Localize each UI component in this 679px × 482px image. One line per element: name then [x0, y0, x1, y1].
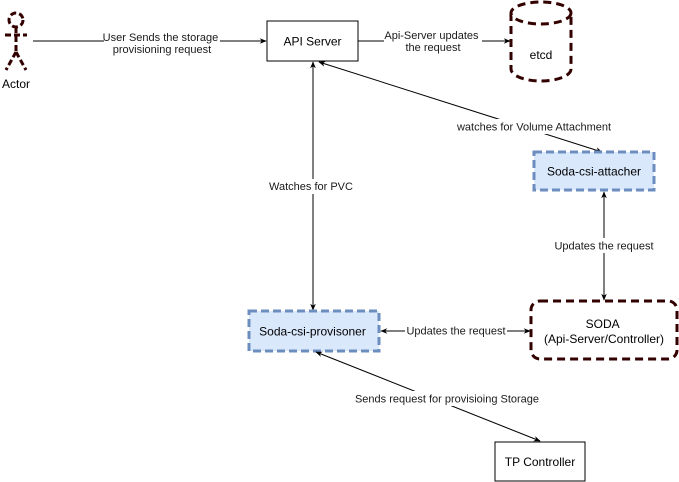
soda-node[interactable]: SODA (Api-Server/Controller) — [529, 299, 679, 361]
tp-controller-label: TP Controller — [505, 455, 575, 469]
api-server-label: API Server — [283, 35, 341, 49]
actor-label: Actor — [2, 77, 30, 91]
etcd-label: etcd — [530, 48, 553, 62]
edge-provisioner-soda: Updates the request — [380, 323, 531, 338]
edge-provisioner-tp: Sends request for provisioing Storage — [315, 351, 541, 442]
soda-csi-provisioner-node[interactable]: Soda-csi-provisoner — [247, 309, 381, 353]
edge-actor-to-api: User Sends the storage provisioning requ… — [33, 31, 267, 57]
edge-pvc-watch-label: Watches for PVC — [269, 181, 353, 193]
soda-csi-attacher-label: Soda-csi-attacher — [547, 165, 641, 179]
edge-attacher-soda-label: Updates the request — [554, 241, 653, 253]
edge-pvc-watch: Watches for PVC — [267, 61, 355, 311]
edge-provisioner-soda-label: Updates the request — [406, 326, 505, 338]
edge-attacher-soda: Updates the request — [553, 191, 655, 301]
api-server-node[interactable]: API Server — [266, 20, 359, 62]
actor: Actor — [2, 11, 30, 91]
edge-api-to-etcd-label: Api-Server updates the request — [384, 30, 481, 54]
actor-icon — [4, 11, 28, 71]
edge-provisioner-tp-label: Sends request for provisioing Storage — [355, 394, 539, 406]
tp-controller-node[interactable]: TP Controller — [494, 441, 586, 482]
soda-csi-attacher-node[interactable]: Soda-csi-attacher — [532, 150, 656, 192]
edge-api-to-etcd: Api-Server updates the request — [358, 29, 511, 55]
edge-actor-to-api-label: User Sends the storage provisioning requ… — [103, 32, 222, 56]
edge-attacher-watch-label: watches for Volume Attachment — [456, 122, 611, 134]
soda-label: SODA (Api-Server/Controller) — [544, 317, 664, 346]
soda-csi-provisioner-label: Soda-csi-provisoner — [259, 325, 366, 339]
edge-attacher-watch: watches for Volume Attachment — [318, 61, 613, 153]
etcd-node[interactable]: etcd — [509, 0, 573, 83]
